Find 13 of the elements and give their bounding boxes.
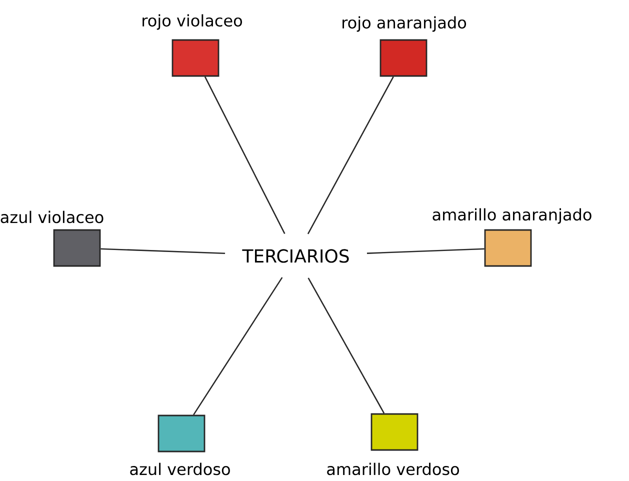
connector-line (193, 277, 283, 416)
color-name: azul verdoso (130, 462, 230, 476)
color-name: azul violaceo (0, 210, 104, 224)
connector-line (100, 248, 226, 254)
color-name: amarillo anaranjado (432, 208, 592, 224)
color-name: amarillo verdoso (327, 462, 459, 476)
connector-line (307, 76, 394, 234)
connector-line (204, 76, 286, 234)
center-label: TERCIARIOS (242, 249, 349, 263)
color-name: rojo violaceo (142, 14, 242, 30)
connector-line (366, 248, 484, 254)
color-name: rojo anaranjado (342, 16, 466, 32)
connector-line (308, 278, 385, 414)
